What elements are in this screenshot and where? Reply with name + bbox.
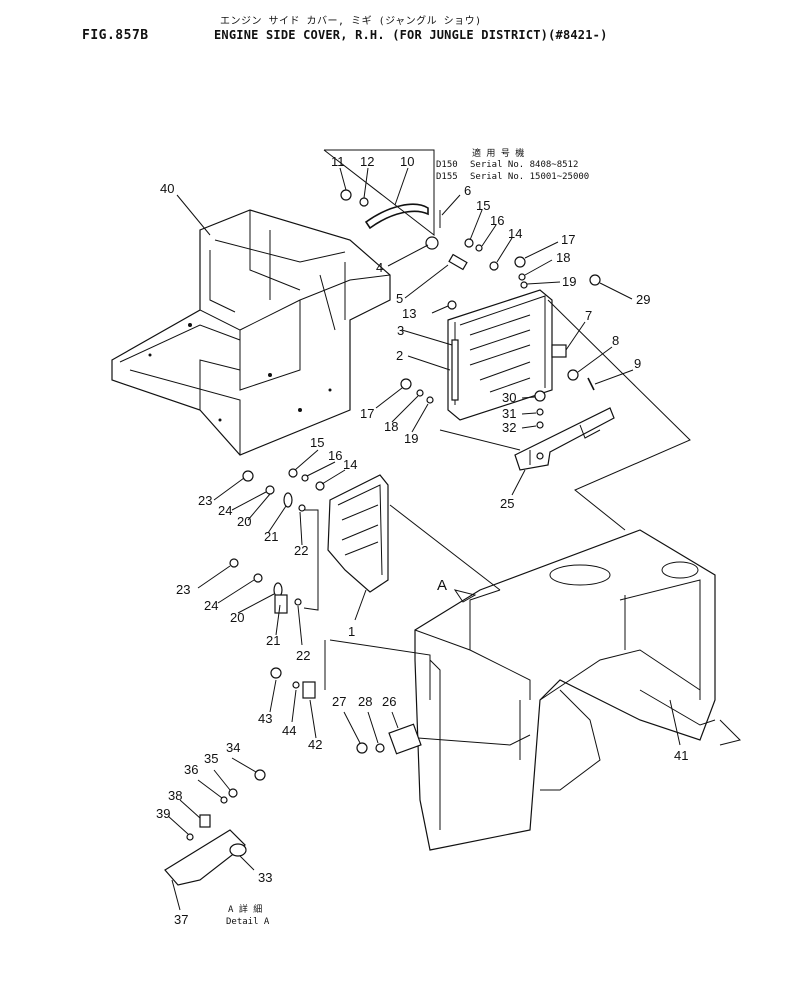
detail-caption-jp: A 詳 細: [228, 903, 262, 915]
detail-marker-a: A: [437, 577, 447, 594]
callout-18a: 18: [556, 250, 570, 265]
callout-14b: 14: [343, 457, 357, 472]
callout-19a: 19: [562, 274, 576, 289]
callout-25: 25: [500, 496, 514, 511]
callout-37: 37: [174, 912, 188, 927]
callout-16b: 16: [328, 448, 342, 463]
detail-caption-en: Detail A: [226, 917, 270, 927]
callout-15b: 15: [310, 435, 324, 450]
callout-9: 9: [634, 356, 641, 371]
callout-11: 11: [331, 154, 345, 169]
serial-range-2: Serial No. 15001~25000: [470, 172, 589, 182]
serial-range-1: Serial No. 8408~8512: [470, 160, 578, 170]
callout-17b: 17: [360, 406, 374, 421]
callout-5: 5: [396, 291, 403, 306]
callout-10: 10: [400, 154, 414, 169]
callout-20b: 20: [230, 610, 244, 625]
frame-part-40: [111, 209, 391, 456]
callout-27: 27: [332, 694, 346, 709]
callout-16a: 16: [490, 213, 504, 228]
callout-23b: 23: [176, 582, 190, 597]
callout-3: 3: [397, 323, 404, 338]
callout-33: 33: [258, 870, 272, 885]
fasteners-lower: [270, 640, 531, 755]
engine-hood-part-41: [414, 529, 741, 851]
callout-24a: 24: [218, 503, 232, 518]
serial-applicability-box: 適 用 号 機 D150 Serial No. 8408~8512 D155 S…: [323, 147, 589, 237]
callout-6: 6: [464, 183, 471, 198]
figure-number: FIG.857B: [82, 28, 149, 43]
callout-23a: 23: [198, 493, 212, 508]
fasteners-left: [229, 468, 325, 614]
callout-24b: 24: [204, 598, 218, 613]
serial-heading: 適 用 号 機: [472, 147, 524, 159]
callout-41: 41: [674, 748, 688, 763]
assembly-lines: [329, 299, 691, 700]
callout-42: 42: [308, 737, 322, 752]
callout-2: 2: [396, 348, 403, 363]
serial-model-2: D155: [436, 172, 458, 182]
callout-20a: 20: [237, 514, 251, 529]
callout-30: 30: [502, 390, 516, 405]
callout-4: 4: [376, 260, 383, 275]
callout-38: 38: [168, 788, 182, 803]
callout-36: 36: [184, 762, 198, 777]
callout-12: 12: [360, 154, 374, 169]
callout-34: 34: [226, 740, 240, 755]
callout-44: 44: [282, 723, 296, 738]
callout-29: 29: [636, 292, 650, 307]
callout-31: 31: [502, 406, 516, 421]
serial-model-1: D150: [436, 160, 458, 170]
callout-35: 35: [204, 751, 218, 766]
fasteners-upper: [400, 210, 601, 429]
callout-32: 32: [502, 420, 516, 435]
callout-18b: 18: [384, 419, 398, 434]
bracket-part-25: [514, 407, 615, 471]
callout-40: 40: [160, 181, 174, 196]
side-cover-part-1: [327, 474, 389, 593]
callout-21a: 21: [264, 529, 278, 544]
callout-8: 8: [612, 333, 619, 348]
callout-43: 43: [258, 711, 272, 726]
callout-14a: 14: [508, 226, 522, 241]
callout-labels: 40 11 12 10 6 15 16 14 17 18 19 29 4 5 1…: [156, 154, 688, 927]
callout-26: 26: [382, 694, 396, 709]
leader-lines: [167, 167, 681, 911]
callout-22b: 22: [296, 648, 310, 663]
seal-part-10: [340, 189, 429, 230]
callout-17a: 17: [561, 232, 575, 247]
callout-13: 13: [402, 306, 416, 321]
callout-7: 7: [585, 308, 592, 323]
callout-28: 28: [358, 694, 372, 709]
title-english: ENGINE SIDE COVER, R.H. (FOR JUNGLE DIST…: [214, 28, 608, 42]
title-japanese: エンジン サイド カバー, ミギ (ジャングル ショウ): [220, 16, 482, 27]
callout-21b: 21: [266, 633, 280, 648]
callout-22a: 22: [294, 543, 308, 558]
callout-1: 1: [348, 624, 355, 639]
panel-part-2-3: [447, 289, 553, 421]
callout-19b: 19: [404, 431, 418, 446]
callout-39: 39: [156, 806, 170, 821]
detail-a-parts: [164, 769, 266, 886]
callout-15a: 15: [476, 198, 490, 213]
